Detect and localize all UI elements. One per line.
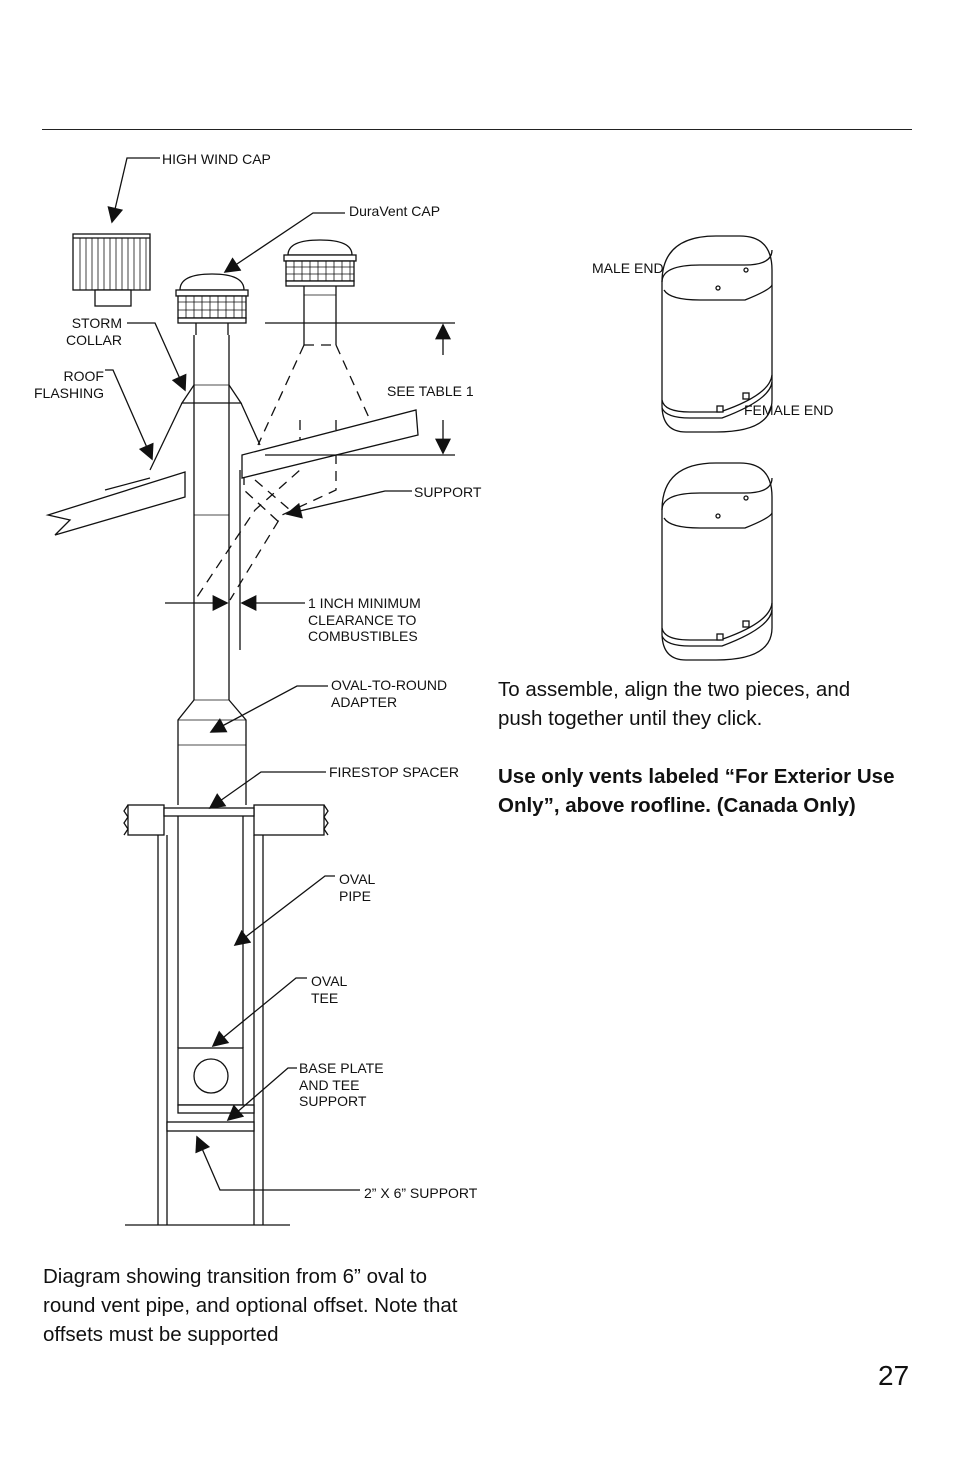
label-firestop-spacer: FIRESTOP SPACER (329, 764, 459, 780)
label-roof-flashing: ROOF FLASHING (33, 368, 104, 401)
exterior-use-warning: Use only vents labeled “For Exterior Use… (498, 765, 895, 817)
assembly-instructions: To assemble, align the two pieces, and p… (498, 675, 898, 849)
label-storm-collar: STORM COLLAR (65, 315, 122, 348)
label-clearance: 1 INCH MINIMUM CLEARANCE TO COMBUSTIBLES (308, 595, 421, 644)
oval-pipe-section-upper (661, 235, 773, 433)
label-support: SUPPORT (414, 484, 482, 500)
duravent-cap-main (175, 273, 249, 335)
label-see-table: SEE TABLE 1 (387, 383, 474, 399)
label-duravent-cap: DuraVent CAP (349, 203, 441, 219)
header-rule (42, 129, 912, 130)
label-oval-pipe: OVAL PIPE (339, 871, 376, 904)
page-number: 27 (878, 1360, 910, 1391)
label-high-wind-cap: HIGH WIND CAP (162, 151, 271, 167)
oval-pipe-assembly (123, 699, 329, 1226)
label-base-plate: BASE PLATE AND TEE SUPPORT (299, 1060, 384, 1109)
leader-lines (105, 157, 412, 1191)
duravent-cap-offset (283, 239, 357, 345)
roof-panels (45, 409, 419, 536)
see-table-dimension (265, 322, 455, 456)
assemble-paragraph: To assemble, align the two pieces, and p… (498, 678, 851, 730)
label-adapter: OVAL-TO-ROUND ADAPTER (331, 677, 448, 710)
label-2x6-support: 2” X 6” SUPPORT (364, 1185, 478, 1201)
offset-dashed-pipe (194, 344, 371, 601)
label-oval-tee: OVAL TEE (311, 973, 348, 1006)
oval-pipe-section-lower (661, 462, 773, 661)
label-male-end: MALE END (592, 260, 664, 276)
diagram-caption: Diagram showing transition from 6” oval … (43, 1265, 458, 1346)
label-female-end: FEMALE END (744, 402, 834, 418)
round-pipe (149, 335, 261, 701)
high-wind-cap (72, 233, 151, 307)
